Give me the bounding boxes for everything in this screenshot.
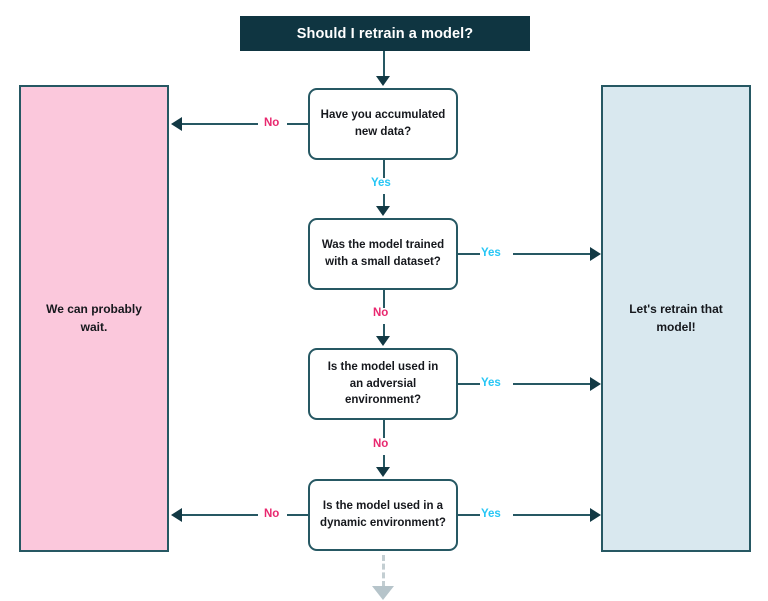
connector-box3-no-upper (383, 420, 385, 438)
connector-box1-yes-lower (383, 194, 385, 207)
outcome-panel-retrain: Let's retrain that model! (601, 85, 751, 552)
outcome-retrain-label: Let's retrain that model! (629, 302, 723, 334)
connector-box3-yes-stub (458, 383, 480, 385)
connector-box3-yes-line (513, 383, 591, 385)
connector-box2-no-lower (383, 324, 385, 337)
connector-box2-yes-stub (458, 253, 480, 255)
decision-box-adversial-environment: Is the model used in an adversial enviro… (308, 348, 458, 420)
connector-box4-yes-line (513, 514, 591, 516)
connector-box1-yes-upper (383, 160, 385, 178)
connector-box2-yes-line (513, 253, 591, 255)
connector-box1-no-line (182, 123, 258, 125)
decision-box-small-dataset-label: Was the model trained with a small datas… (321, 239, 445, 268)
edge-label-box1-yes: Yes (371, 177, 391, 189)
edge-label-box3-no: No (373, 438, 389, 450)
edge-label-box2-no: No (373, 307, 389, 319)
arrow-dashed-tail-icon (372, 586, 394, 600)
arrow-box1-no-icon (171, 117, 182, 131)
arrow-box4-yes-icon (590, 508, 601, 522)
arrow-box1-yes-icon (376, 206, 390, 216)
arrow-box4-no-icon (171, 508, 182, 522)
connector-box2-no-upper (383, 290, 385, 308)
outcome-wait-label: We can probably wait. (46, 302, 142, 334)
decision-box-dynamic-environment-label: Is the model used in a dynamic environme… (320, 500, 446, 529)
edge-label-box1-no: No (264, 117, 280, 129)
edge-label-box2-yes: Yes (481, 247, 501, 259)
decision-box-accumulated-new-data-label: Have you accumulated new data? (320, 109, 446, 138)
connector-box1-no-stub (287, 123, 309, 125)
arrow-title-to-box1-icon (376, 76, 390, 86)
arrow-box2-no-icon (376, 336, 390, 346)
connector-dashed-tail (382, 555, 385, 587)
connector-box3-no-lower (383, 455, 385, 468)
arrow-box2-yes-icon (590, 247, 601, 261)
diagram-title-banner: Should I retrain a model? (240, 16, 530, 51)
connector-box4-no-stub (287, 514, 309, 516)
arrow-box3-yes-icon (590, 377, 601, 391)
decision-box-accumulated-new-data: Have you accumulated new data? (308, 88, 458, 160)
outcome-panel-wait: We can probably wait. (19, 85, 169, 552)
decision-box-dynamic-environment: Is the model used in a dynamic environme… (308, 479, 458, 551)
connector-box4-no-line (182, 514, 258, 516)
arrow-box3-no-icon (376, 467, 390, 477)
connector-box4-yes-stub (458, 514, 480, 516)
connector-title-to-box1 (383, 51, 385, 77)
diagram-title: Should I retrain a model? (296, 25, 474, 42)
edge-label-box4-no: No (264, 508, 280, 520)
edge-label-box3-yes: Yes (481, 377, 501, 389)
edge-label-box4-yes: Yes (481, 508, 501, 520)
decision-box-adversial-environment-label: Is the model used in an adversial enviro… (327, 360, 439, 407)
decision-box-small-dataset: Was the model trained with a small datas… (308, 218, 458, 290)
